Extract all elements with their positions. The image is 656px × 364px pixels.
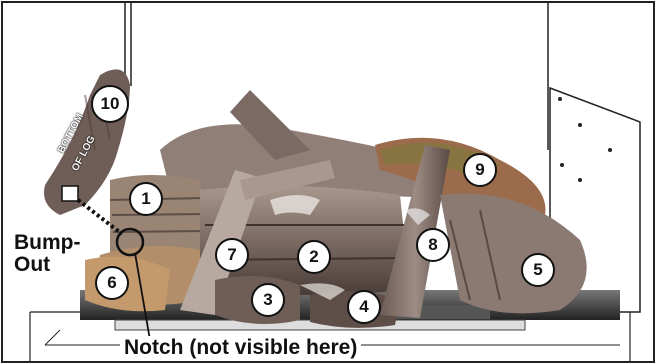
bump-out-square (62, 186, 78, 201)
log-number-7: 7 (215, 238, 249, 272)
log-number-5: 5 (521, 253, 555, 287)
log-number-1: 1 (129, 182, 163, 216)
log-number-3: 3 (251, 283, 285, 317)
log-number-4: 4 (347, 290, 381, 324)
log-number-2: 2 (297, 240, 331, 274)
log-number-9: 9 (463, 153, 497, 187)
log-number-6: 6 (95, 266, 129, 300)
log-number-8: 8 (416, 228, 450, 262)
notch-callout: Notch (not visible here) (120, 336, 361, 360)
bump-out-callout: Bump- Out (14, 232, 81, 276)
log-number-10: 10 (91, 85, 129, 123)
